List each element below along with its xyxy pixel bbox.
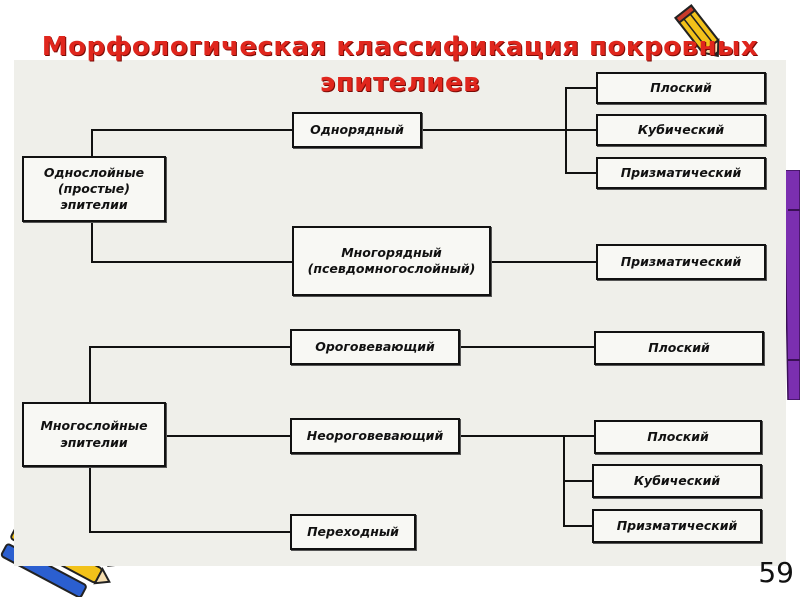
slide-title-line-1: Морфологическая классификация покровных xyxy=(41,32,759,62)
node-keratinizing: Ороговевающий xyxy=(290,329,460,365)
leaf-flat-2: Плоский xyxy=(594,331,764,365)
node-non-keratinizing: Неороговевающий xyxy=(290,418,460,454)
leaf-cubic-1: Кубический xyxy=(596,114,766,146)
node-multi-row: Многорядный (псевдомногослойный) xyxy=(292,226,491,296)
slide-title-line-2: эпителиев xyxy=(319,68,481,98)
slide-number: 59 xyxy=(758,556,794,589)
purple-crayon-icon xyxy=(783,170,800,400)
node-transitional: Переходный xyxy=(290,514,416,550)
leaf-flat-3: Плоский xyxy=(594,420,762,454)
leaf-flat-1: Плоский xyxy=(596,72,766,104)
node-multilayer-epithelia: Многослойные эпителии xyxy=(22,402,166,467)
leaf-prismatic-3: Призматический xyxy=(592,509,762,543)
node-single-layer-epithelia: Однослойные (простые) эпителии xyxy=(22,156,166,222)
pencil-icon xyxy=(674,4,720,58)
leaf-cubic-2: Кубический xyxy=(592,464,762,498)
leaf-prismatic-1: Призматический xyxy=(596,157,766,189)
node-single-row: Однорядный xyxy=(292,112,422,148)
leaf-prismatic-2: Призматический xyxy=(596,244,766,280)
